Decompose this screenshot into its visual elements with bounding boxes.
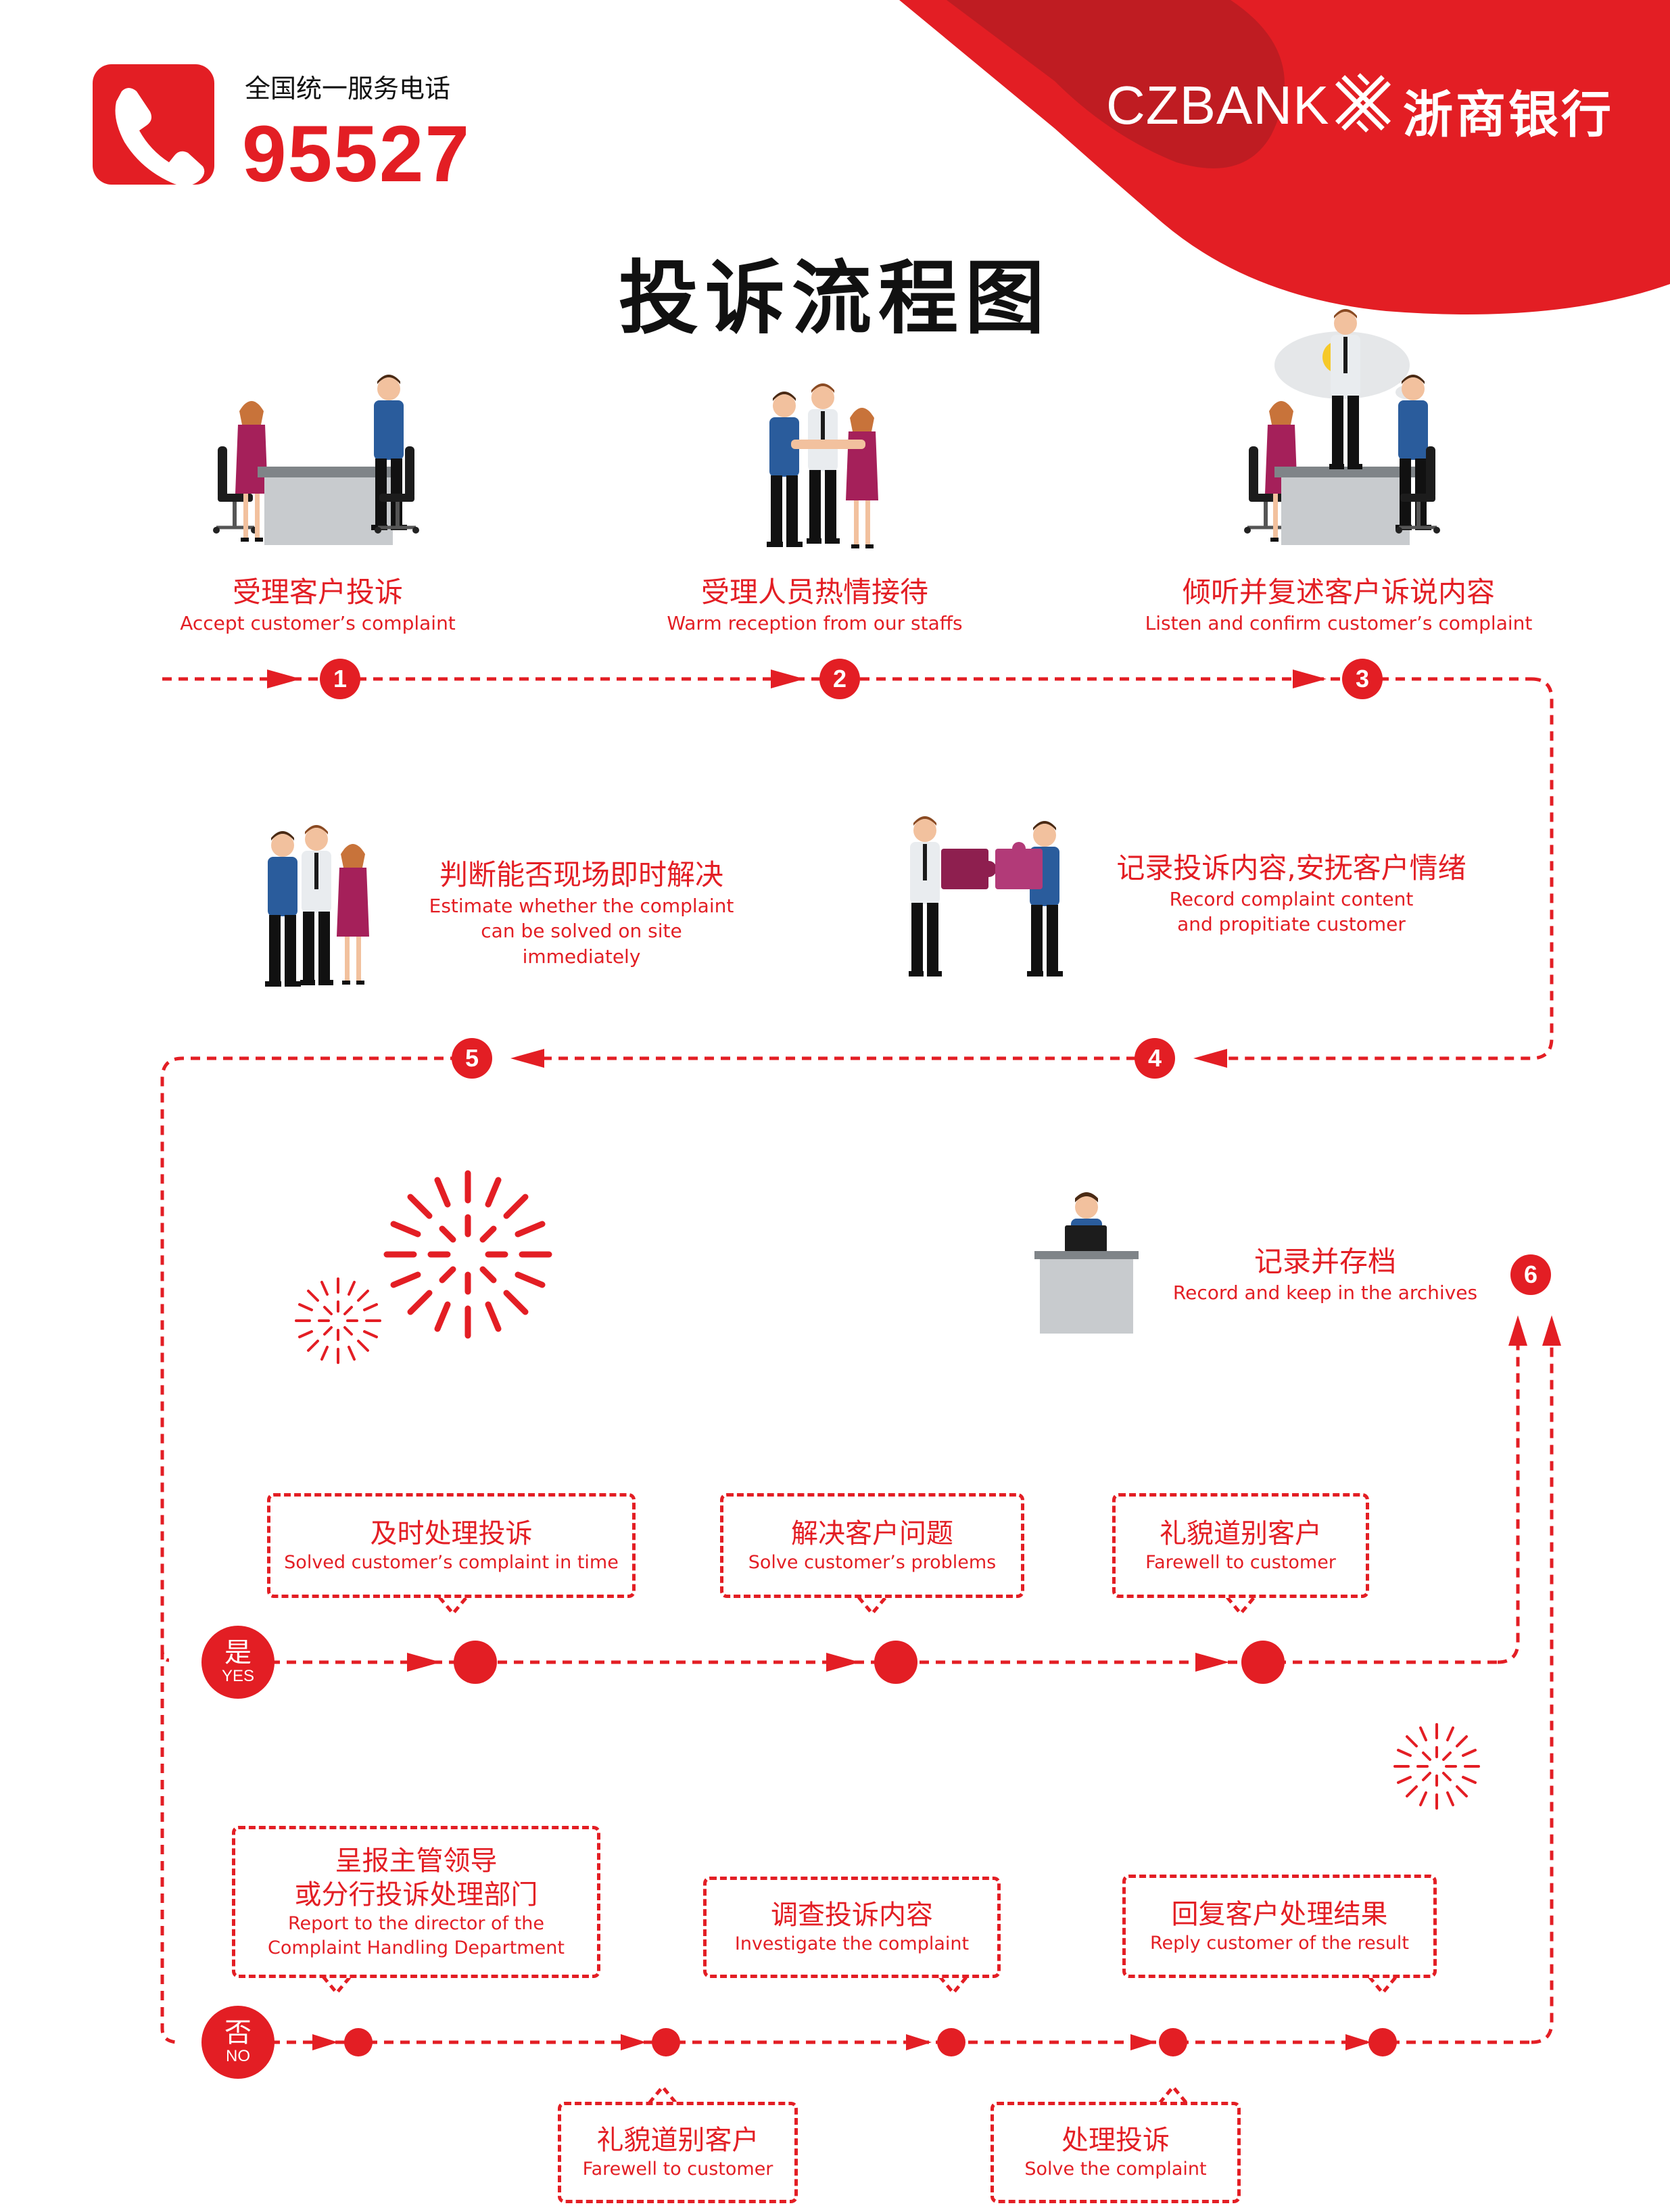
step-2-label: 受理人员热情接待 Warm reception from our staffs [639,575,991,636]
step-4-badge: 4 [1135,1038,1175,1079]
step-5-subtitle-line1: Estimate whether the complaint [429,894,734,917]
no-box-1-title-line1: 呈报主管领导 [335,1845,498,1877]
yes-box-3-subtitle: Farewell to customer [1145,1551,1336,1573]
step-4-label: 记录投诉内容,安抚客户情绪 Record complaint content a… [1102,851,1481,937]
step-3-title: 倾听并复述客户诉说内容 [1182,575,1495,609]
step-6-label: 记录并存档 Record and keep in the archives [1170,1244,1481,1305]
flow-arrowheads [267,669,1561,2050]
no-box-investigate: 调查投诉内容 Investigate the complaint [703,1877,1001,1978]
no-badge-en: NO [226,2047,250,2066]
no-box-1-subtitle-line1: Report to the director of the [288,1913,544,1935]
step-1-title: 受理客户投诉 [232,575,403,609]
no-box-solve-complaint: 处理投诉 Solve the complaint [991,2102,1241,2203]
step-5-subtitle-line2: can be solved on site immediately [481,920,682,968]
step-4-title: 记录投诉内容,安抚客户情绪 [1116,851,1466,885]
no-box-5-subtitle: Solve the complaint [1024,2159,1207,2180]
illustration-archive [1034,1192,1139,1334]
step-5-label: 判断能否现场即时解决 Estimate whether the complain… [419,857,744,970]
step-2-subtitle: Warm reception from our staffs [667,611,963,634]
yes-box-1-title: 及时处理投诉 [370,1517,533,1549]
brand-name-cn: 浙商银行 [1403,86,1614,144]
no-badge: 否 NO [201,2006,275,2079]
no-box-3-subtitle: Reply customer of the result [1150,1932,1409,1954]
no-box-3-title: 回复客户处理结果 [1171,1898,1388,1930]
brand-name-en: CZBANK [1106,75,1330,135]
yes-badge-cn: 是 [224,1637,252,1669]
step-4-subtitle-line1: Record complaint content [1169,887,1414,910]
puzzle-icon [941,842,1043,889]
step-1-subtitle: Accept customer’s complaint [180,611,456,634]
step-5-title: 判断能否现场即时解决 [439,858,723,891]
no-box-2-subtitle: Investigate the complaint [734,1933,970,1955]
step-2-badge: 2 [819,659,860,699]
no-box-5-title: 处理投诉 [1061,2125,1170,2157]
illustration-estimate [265,825,369,987]
yes-box-2-title: 解决客户问题 [791,1517,953,1549]
illustration-listen-confirm [1244,309,1440,545]
firework-icon [295,1277,381,1364]
step-6-title: 记录并存档 [1254,1245,1396,1278]
phone-icon [93,64,214,186]
yes-box-solve-in-time: 及时处理投诉 Solved customer’s complaint in ti… [267,1493,636,1598]
no-box-4-title: 礼貌道别客户 [596,2125,759,2157]
yes-badge: 是 YES [201,1626,275,1699]
step-1-badge: 1 [320,659,360,699]
step-1-label: 受理客户投诉 Accept customer’s complaint [142,575,494,636]
no-box-2-title: 调查投诉内容 [771,1900,933,1931]
yes-box-3-title: 礼貌道别客户 [1160,1517,1322,1549]
no-box-reply-result: 回复客户处理结果 Reply customer of the result [1122,1875,1437,1978]
step-5-badge: 5 [452,1038,492,1079]
page-title: 投诉流程图 [618,252,1051,345]
no-box-farewell: 礼貌道别客户 Farewell to customer [558,2102,798,2203]
yes-badge-en: YES [221,1667,255,1686]
czbank-logo-icon [1335,73,1391,133]
yes-box-2-subtitle: Solve customer’s problems [748,1551,997,1573]
hotline-number: 95527 [242,110,471,199]
step-3-badge: 3 [1342,659,1383,699]
no-box-4-subtitle: Farewell to customer [582,2159,773,2180]
no-box-1-title-line2: 或分行投诉处理部门 [294,1879,538,1911]
step-4-subtitle-line2: and propitiate customer [1177,913,1406,936]
yes-branch-dots [454,1641,1285,1684]
illustration-accept-complaint [213,375,419,545]
yes-box-1-subtitle: Solved customer’s complaint in time [284,1551,619,1573]
step-6-subtitle: Record and keep in the archives [1172,1281,1478,1304]
illustration-warm-reception [767,383,878,548]
yes-box-farewell: 礼貌道别客户 Farewell to customer [1112,1493,1369,1598]
box-pointers [322,1596,1398,2104]
step-3-label: 倾听并复述客户诉说内容 Listen and confirm customer’… [1122,575,1555,636]
no-branch-dots [344,2028,1397,2056]
illustration-record-complaint [909,816,1063,976]
firework-icon [1393,1723,1480,1810]
step-3-subtitle: Listen and confirm customer’s complaint [1145,611,1533,634]
header-red-shape [899,0,1670,314]
hotline-label: 全国统一服务电话 [245,74,451,103]
step-6-badge: 6 [1510,1254,1551,1295]
step-2-title: 受理人员热情接待 [700,575,928,609]
no-badge-cn: 否 [224,2017,252,2049]
yes-box-solve-problems: 解决客户问题 Solve customer’s problems [720,1493,1024,1598]
firework-icon [387,1173,549,1336]
no-box-report-director: 呈报主管领导 或分行投诉处理部门 Report to the director … [232,1826,600,1978]
no-box-1-subtitle-line2: Complaint Handling Department [268,1937,565,1958]
